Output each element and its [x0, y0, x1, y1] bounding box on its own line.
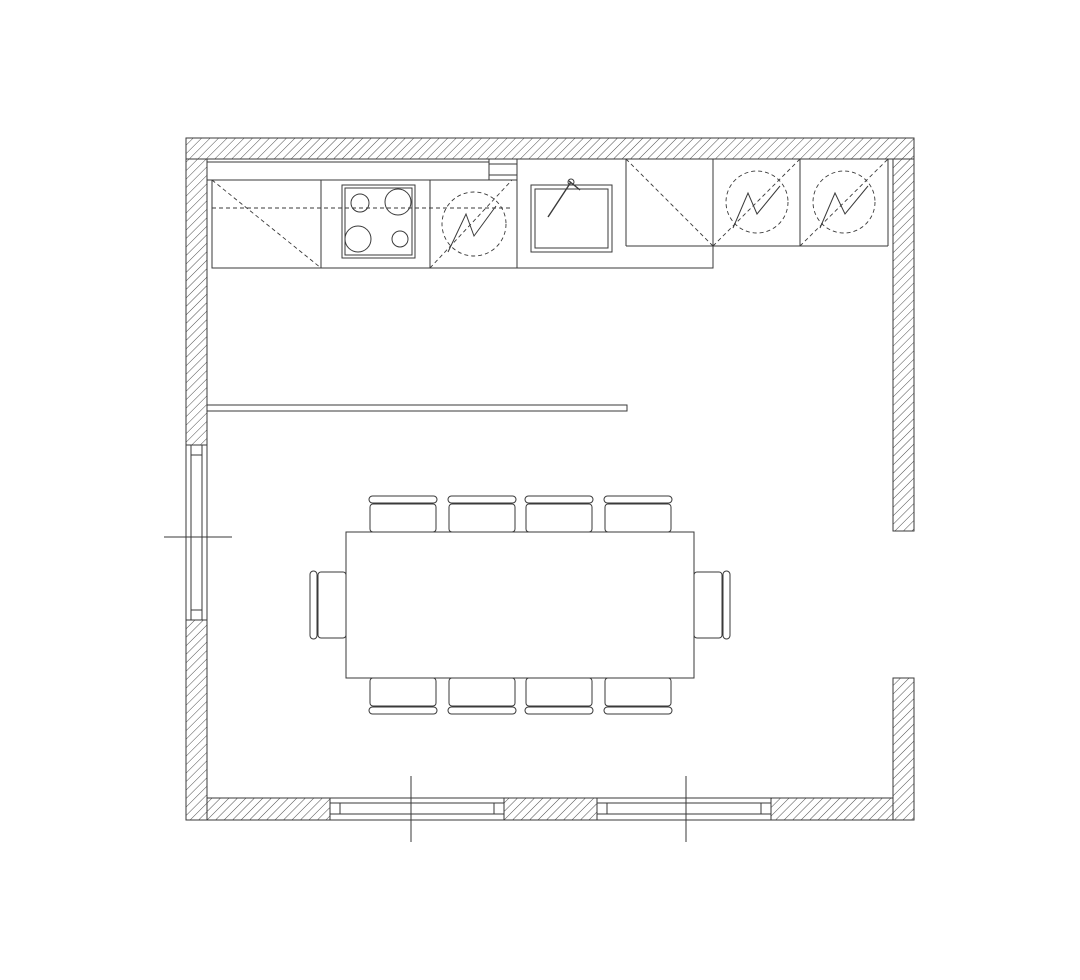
counter-outline	[211, 180, 714, 269]
burner-large-icon	[384, 188, 412, 216]
burner-large-icon	[344, 225, 372, 253]
chair-top-4	[603, 495, 673, 533]
chair-top-3	[524, 495, 594, 533]
appliance-2	[799, 158, 893, 247]
appliance-icon	[812, 170, 876, 234]
dining-set	[309, 495, 731, 715]
kitchen-counter	[206, 158, 893, 269]
chair-left	[309, 570, 347, 640]
cooktop	[341, 184, 416, 259]
chair-bottom-1	[368, 677, 438, 715]
burner-small-icon	[350, 193, 370, 213]
counter-end-box	[488, 158, 518, 181]
dishwasher-icon	[441, 191, 507, 257]
wall-right-upper	[892, 158, 915, 532]
cabinet-1	[211, 179, 512, 269]
window-bottom-left	[329, 776, 505, 842]
chair-top-2	[447, 495, 517, 533]
wall-right-lower	[892, 677, 915, 821]
chair-right	[693, 570, 731, 640]
chair-bottom-3	[524, 677, 594, 715]
chair-bottom-4	[603, 677, 673, 715]
window-left	[164, 444, 232, 621]
dishwasher	[429, 179, 513, 269]
faucet-icon	[567, 178, 575, 186]
wall-bottom-right	[770, 797, 894, 821]
walls	[185, 137, 915, 821]
appliance-icon	[725, 170, 789, 234]
sink	[530, 178, 613, 253]
wall-bottom-left	[206, 797, 331, 821]
wall-bottom-middle	[503, 797, 598, 821]
chair-top-1	[368, 495, 438, 533]
dining-table	[345, 531, 695, 679]
burner-small-icon	[391, 230, 409, 248]
window-bottom-right	[596, 776, 772, 842]
wall-left-lower	[185, 619, 208, 821]
wall-top	[185, 137, 915, 160]
chair-bottom-2	[447, 677, 517, 715]
appliance-1	[712, 158, 801, 247]
windows	[164, 444, 772, 842]
cabinet-2	[625, 158, 714, 247]
partition-bar	[206, 404, 628, 412]
wall-left-upper	[185, 158, 208, 446]
